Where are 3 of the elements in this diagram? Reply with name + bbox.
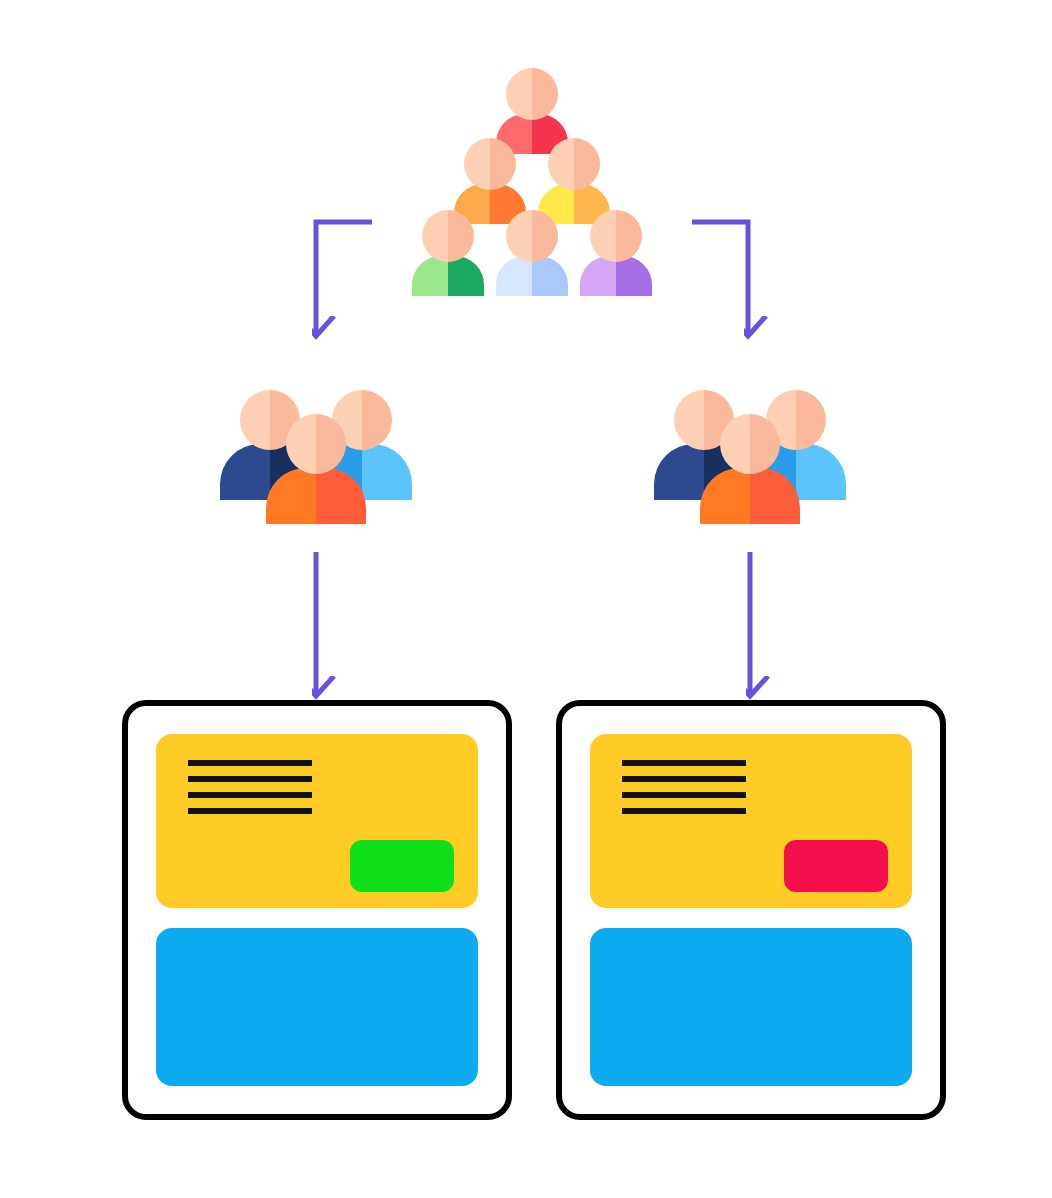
arrow (692, 219, 769, 339)
card-frame (556, 700, 946, 1120)
card-frame (122, 700, 512, 1120)
